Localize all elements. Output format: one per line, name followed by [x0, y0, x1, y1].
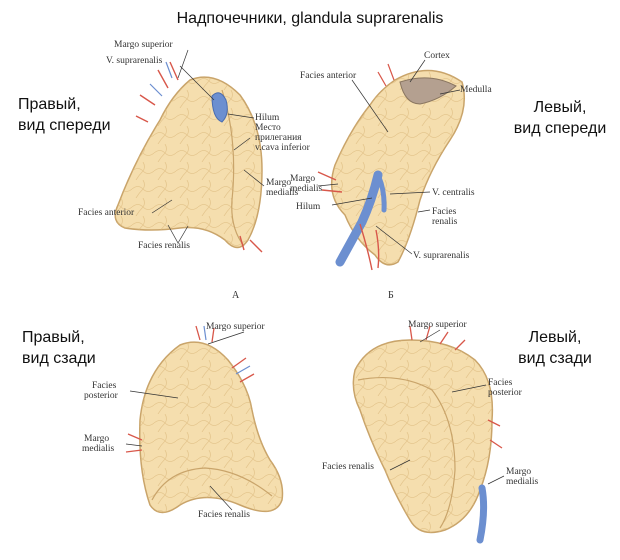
label-margo-superior-d: Margo superior — [408, 320, 467, 330]
label-hilum-a: Hilum — [255, 113, 280, 123]
view-label-line: вид спереди — [513, 120, 607, 137]
view-label-left-back: Левый, вид сзади — [500, 327, 610, 369]
view-label-left-front: Левый, вид спереди — [500, 97, 620, 139]
label-margo-superior-a: Margo superior — [114, 40, 173, 50]
label-medialis-c: medialis — [82, 444, 115, 454]
leaders-c — [125, 331, 245, 511]
label-facies-anterior-a: Facies anterior — [78, 208, 135, 218]
label-prileganiya: прилегания — [255, 133, 302, 143]
view-label-line: вид спереди — [18, 117, 111, 134]
leaders-b — [317, 59, 461, 255]
view-label-line: вид сзади — [518, 350, 592, 367]
label-facies-renalis-c: Facies renalis — [198, 510, 250, 520]
label-v-suprarenalis-b: V. suprarenalis — [413, 251, 470, 261]
panel-letter-a: А — [232, 290, 240, 301]
gland-left-back — [352, 325, 503, 544]
label-medialis-a: medialis — [266, 188, 299, 198]
label-v-centralis: V. centralis — [432, 188, 475, 198]
label-renalis-b: renalis — [432, 217, 458, 227]
view-label-line: Правый, — [18, 96, 81, 113]
label-medialis-b: medialis — [290, 184, 323, 194]
label-facies-renalis-a: Facies renalis — [138, 241, 190, 251]
view-label-right-back: Правый, вид сзади — [22, 327, 96, 369]
label-v-cava: v.cava inferior — [255, 143, 310, 153]
label-margo-d: Margo — [506, 467, 532, 477]
label-facies-c: Facies — [92, 381, 117, 391]
hilum-vein-a — [211, 92, 228, 123]
label-v-suprarenalis-a: V. suprarenalis — [106, 56, 163, 66]
view-label-line: Правый, — [22, 329, 85, 346]
view-label-line: Левый, — [533, 99, 587, 116]
label-facies-b: Facies — [432, 207, 457, 217]
label-medialis-d: medialis — [506, 477, 539, 487]
label-posterior-d: posterior — [488, 388, 522, 398]
label-margo-b: Margo — [290, 174, 316, 184]
view-label-right-front: Правый, вид спереди — [18, 94, 111, 136]
leaders-a — [151, 49, 265, 244]
label-posterior-c: posterior — [84, 391, 118, 401]
label-facies-anterior-b: Facies anterior — [300, 71, 357, 81]
medulla-section — [399, 77, 457, 105]
view-label-line: Левый, — [528, 329, 582, 346]
gland-left-front — [317, 63, 465, 271]
figure-title: Надпочечники, glandula suprarenalis — [176, 10, 444, 27]
label-facies-d: Facies — [488, 378, 513, 388]
label-margo-a: Margo — [266, 178, 292, 188]
panel-letter-b: Б — [388, 290, 394, 301]
label-hilum-b: Hilum — [296, 202, 321, 212]
label-medulla: Medulla — [460, 85, 492, 95]
label-facies-renalis-d: Facies renalis — [322, 462, 374, 472]
gland-right-back — [125, 325, 284, 514]
label-margo-superior-c: Margo superior — [206, 322, 265, 332]
v-suprarenalis-b — [335, 170, 383, 267]
view-label-line: вид сзади — [22, 350, 96, 367]
leaders-d — [389, 329, 505, 485]
label-mesto: Место — [255, 123, 281, 133]
label-margo-c: Margo — [84, 434, 110, 444]
gland-right-front — [114, 61, 263, 253]
label-cortex: Cortex — [424, 51, 450, 61]
